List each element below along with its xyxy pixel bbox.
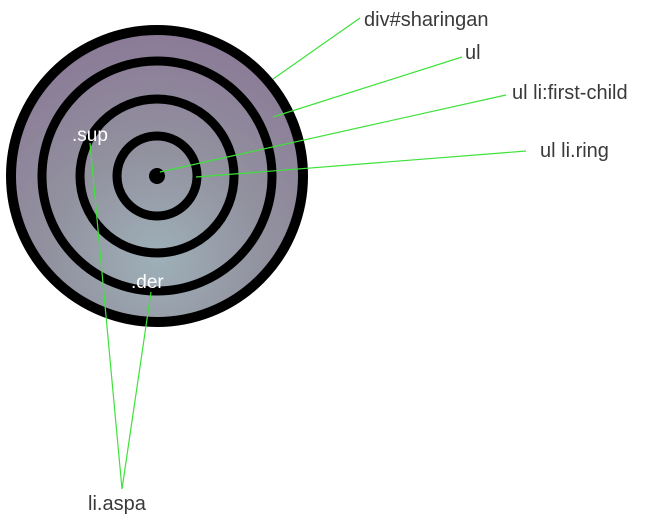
- leader-ul: [272, 56, 463, 118]
- label-sup: .sup: [72, 125, 108, 146]
- label-aspa: li.aspa: [88, 493, 147, 515]
- label-ring: ul li.ring: [540, 140, 609, 162]
- label-sharingan: div#sharingan: [364, 9, 489, 31]
- sharingan-disc: [6, 25, 308, 327]
- ring-1: [112, 131, 202, 221]
- center-dot: [149, 168, 165, 184]
- leader-lines: [89, 17, 527, 490]
- leader-ring: [195, 150, 527, 178]
- leader-aspa-der: [121, 291, 152, 490]
- leader-sharingan: [272, 17, 361, 80]
- label-der: .der: [131, 272, 164, 293]
- leader-aspa-sup: [89, 142, 123, 490]
- leader-first-child: [159, 94, 507, 173]
- label-ul: ul: [465, 42, 481, 64]
- ring-2: [75, 94, 239, 258]
- ring-3: [37, 56, 277, 296]
- label-first-child: ul li:first-child: [512, 82, 628, 104]
